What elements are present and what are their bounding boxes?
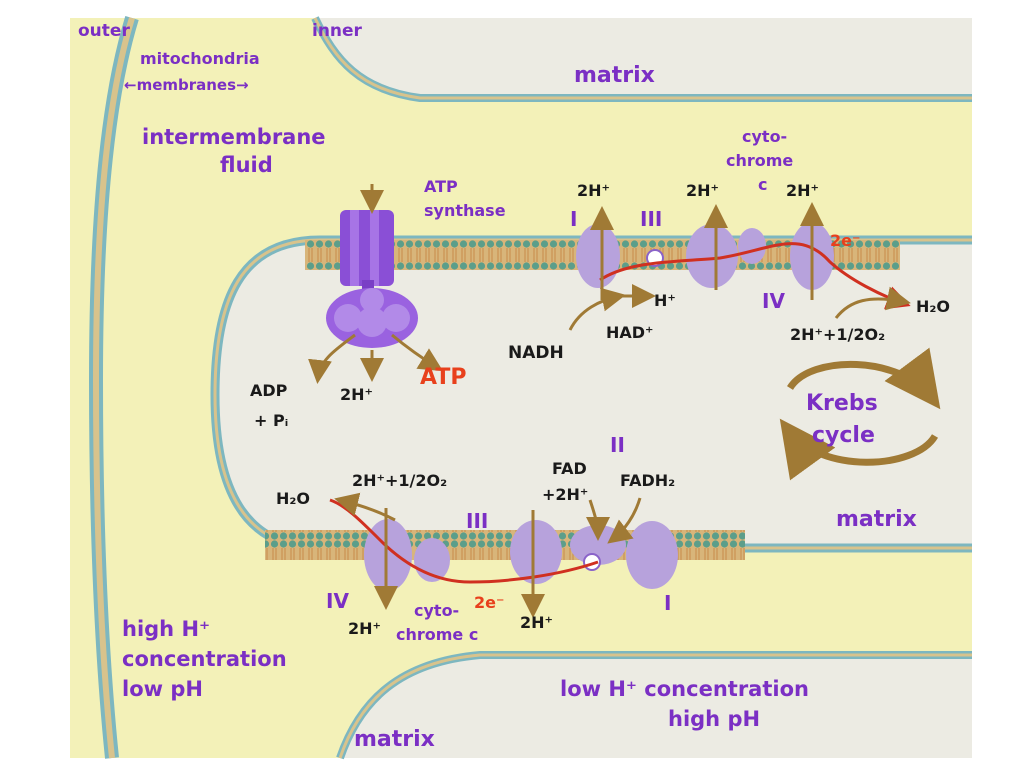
label-atp-synthase-2: synthase <box>424 201 506 220</box>
matrix-bottom-region <box>340 655 972 758</box>
label-cycle: cycle <box>812 423 875 448</box>
label-complex-iii-top: III <box>640 207 662 231</box>
label-atp-synthase-1: ATP <box>424 177 458 196</box>
label-atp: ATP <box>420 365 466 390</box>
label-inner: inner <box>312 21 363 41</box>
upper-complexes <box>576 222 834 290</box>
label-h-o2-bottom: 2H⁺+1/2O₂ <box>352 471 447 490</box>
krebs-cycle-arrows <box>779 347 941 481</box>
label-h-top-2: 2H⁺ <box>686 181 719 200</box>
label-complex-iv-top: IV <box>762 289 785 313</box>
label-h2o-top: H₂O <box>916 297 950 316</box>
label-h-top-1: 2H⁺ <box>577 181 610 200</box>
label-concentration: concentration <box>122 647 287 671</box>
label-cyto-top-2: chrome <box>726 151 793 170</box>
label-electrons-bottom: 2e⁻ <box>474 593 504 612</box>
label-h-bottom-2: 2H⁺ <box>520 613 553 632</box>
label-adp: ADP <box>250 381 288 400</box>
label-matrix-mid: matrix <box>836 507 917 532</box>
electron-path-bottom <box>329 498 599 584</box>
label-h-plus: H⁺ <box>654 291 676 310</box>
matrix-top-region <box>315 18 972 98</box>
labels: outer inner mitochondria ←membranes→ mat… <box>78 21 950 752</box>
label-complex-iv-bottom: IV <box>326 589 349 613</box>
label-fad: FAD <box>552 459 587 478</box>
label-nadh: NADH <box>508 343 564 363</box>
complex-i-bottom <box>626 521 678 589</box>
label-membranes: ←membranes→ <box>124 76 249 94</box>
label-fad-h: +2H⁺ <box>542 485 588 504</box>
complex-iii-bottom <box>510 520 562 584</box>
label-pi: + Pᵢ <box>254 411 288 430</box>
label-cyto-top-1: cyto- <box>742 127 787 146</box>
label-high-ph: high pH <box>668 707 760 731</box>
atp-synthase <box>326 210 418 348</box>
label-complex-iii-bottom: III <box>466 509 488 533</box>
label-h2o-bottom: H₂O <box>276 489 310 508</box>
label-fluid: fluid <box>220 153 273 177</box>
electron-path-top <box>599 242 911 310</box>
label-intermembrane: intermembrane <box>142 125 326 149</box>
complex-iii-top <box>686 224 738 288</box>
label-cyto-bottom-2: chrome c <box>396 625 478 644</box>
label-h-top-3: 2H⁺ <box>786 181 819 200</box>
label-matrix-bottom: matrix <box>354 727 435 752</box>
label-complex-i-top: I <box>570 207 577 231</box>
label-h-synthase: 2H⁺ <box>340 385 373 404</box>
label-fadh2: FADH₂ <box>620 471 675 490</box>
label-outer: outer <box>78 21 130 41</box>
label-h-bottom-1: 2H⁺ <box>348 619 381 638</box>
label-krebs: Krebs <box>806 391 878 416</box>
label-electrons-top: 2e⁻ <box>830 231 860 250</box>
label-cyto-top-3: c <box>758 175 767 194</box>
label-cyto-bottom-1: cyto- <box>414 601 459 620</box>
label-matrix-top: matrix <box>574 63 655 88</box>
label-high-h: high H⁺ <box>122 617 210 641</box>
complex-i-top <box>576 224 620 288</box>
label-mitochondria: mitochondria <box>140 49 260 68</box>
label-complex-i-bottom: I <box>664 591 671 615</box>
label-low-ph: low pH <box>122 677 203 701</box>
proton-arrows <box>308 184 911 618</box>
label-complex-ii: II <box>610 433 625 457</box>
label-had: HAD⁺ <box>606 323 654 342</box>
label-low-h-concentration: low H⁺ concentration <box>560 677 809 701</box>
label-h-o2-top: 2H⁺+1/2O₂ <box>790 325 885 344</box>
